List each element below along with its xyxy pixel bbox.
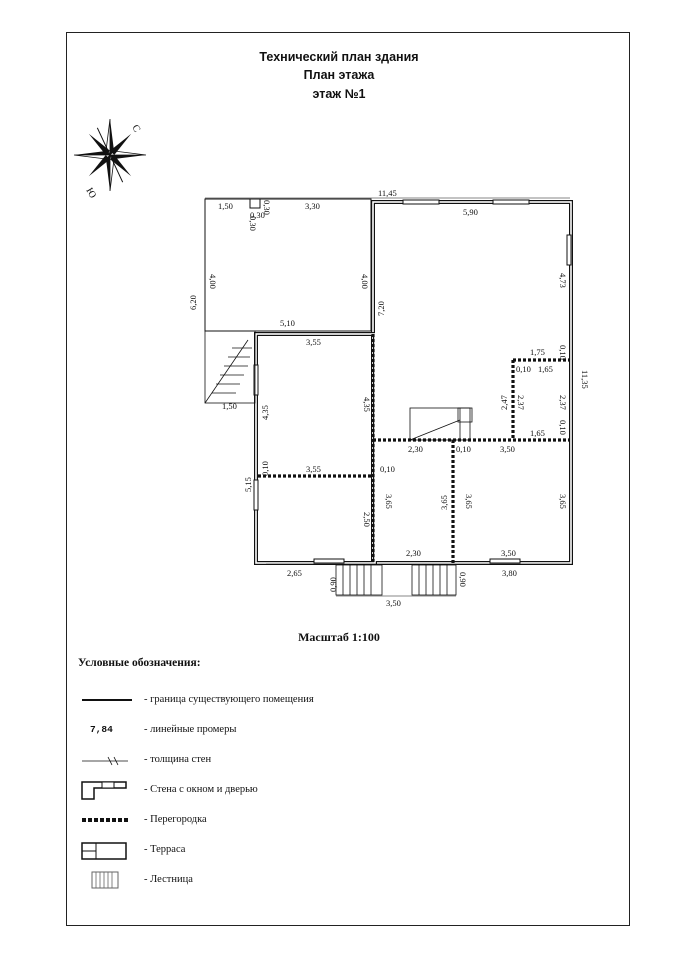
dim-left-5-15: 5,15 bbox=[243, 477, 253, 492]
dim-top-total: 11,45 bbox=[378, 188, 397, 198]
dim-bottom-3-50: 3,50 bbox=[501, 548, 516, 558]
dim-left-0-10: 0,10 bbox=[260, 461, 270, 476]
dim-right-0-10-b: 0,10 bbox=[516, 364, 531, 374]
sample-measurement: 7,84 bbox=[90, 724, 113, 735]
dim-mid-3-50-a: 3,50 bbox=[500, 444, 515, 454]
dim-mid-4-35-a: 4,35 bbox=[260, 405, 270, 420]
drawing-frame bbox=[66, 32, 630, 926]
dim-low-3-65-a: 3,65 bbox=[384, 494, 394, 509]
dim-veranda-4-00-left: 4,00 bbox=[208, 274, 218, 289]
dim-top-0-30-a: 0,30 bbox=[248, 216, 258, 231]
dim-top-0-30-b: 0,30 bbox=[262, 200, 272, 215]
dim-veranda-7-20: 7,20 bbox=[376, 301, 386, 316]
dim-mid-3-55-b: 3,55 bbox=[306, 464, 321, 474]
entrance-stairs-icon bbox=[335, 564, 457, 596]
legend-item-terrace: - Терраса bbox=[78, 839, 498, 861]
dim-top-3-30: 3,30 bbox=[305, 201, 320, 211]
dim-stair-1-50: 1,50 bbox=[222, 401, 237, 411]
legend-item-stairs: - Лестница bbox=[78, 869, 498, 891]
internal-stair-icon bbox=[409, 407, 473, 441]
dim-low-3-65-c: 3,65 bbox=[464, 494, 474, 509]
dim-bottom-2-30: 2,30 bbox=[406, 548, 421, 558]
dim-top-0-30-c: 0,30 bbox=[250, 210, 265, 220]
dim-bottom-0-90-b: 0,90 bbox=[458, 572, 468, 587]
dim-top-1-50: 1,50 bbox=[218, 201, 233, 211]
dim-veranda-5-10: 5,10 bbox=[280, 318, 295, 328]
dim-right-0-10-a: 0,10 bbox=[558, 345, 568, 360]
legend-item-boundary: - граница существующего помещения bbox=[78, 689, 498, 711]
wall-thickness-icon bbox=[82, 756, 128, 766]
dim-right-4-73: 4,73 bbox=[558, 273, 568, 288]
legend-item-partition: - Перегородка bbox=[78, 809, 498, 831]
legend-item-measurements: 7,84 - линейные промеры bbox=[90, 724, 237, 735]
dim-right-1-65-b: 1,65 bbox=[530, 428, 545, 438]
compass-rose-icon bbox=[73, 118, 147, 192]
plan-subtitle: План этажа bbox=[303, 68, 375, 82]
dim-mid-3-55-a: 3,55 bbox=[306, 337, 321, 347]
terrace-icon bbox=[81, 842, 127, 860]
floor-label: этаж №1 bbox=[312, 87, 366, 101]
legend-title: Условные обозначения: bbox=[78, 657, 201, 669]
legend-item-window-door-wall: - Стена с окном и дверью bbox=[78, 779, 498, 801]
plan-title: Технический план здания bbox=[259, 50, 419, 64]
dim-low-3-65-d: 3,65 bbox=[558, 494, 568, 509]
dim-veranda-4-00-right: 4,00 bbox=[360, 274, 370, 289]
compass-south-label: Ю bbox=[83, 186, 98, 200]
dim-bottom-2-65: 2,65 bbox=[287, 568, 302, 578]
scale-label: Масштаб 1:100 bbox=[298, 630, 380, 644]
dim-mid-2-30-a: 2,30 bbox=[408, 444, 423, 454]
legend-item-wall-thickness: - толщина стен bbox=[78, 749, 498, 771]
exterior-stair-icon bbox=[204, 330, 256, 404]
dim-veranda-6-20: 6,20 bbox=[188, 295, 198, 310]
dim-right-2-37-a: 2,37 bbox=[516, 395, 526, 410]
dim-right-0-10-c: 0,10 bbox=[558, 420, 568, 435]
dim-mid-0-10-b: 0,10 bbox=[380, 464, 395, 474]
dim-mid-0-10-a: 0,10 bbox=[456, 444, 471, 454]
dim-mid-4-35-b: 4,35 bbox=[362, 397, 372, 412]
dim-right-1-65-a: 1,65 bbox=[538, 364, 553, 374]
stairs-icon bbox=[91, 871, 119, 889]
dim-bottom-3-80: 3,80 bbox=[502, 568, 517, 578]
dim-bottom-3-50-total: 3,50 bbox=[386, 598, 401, 608]
window-door-wall-icon bbox=[81, 781, 127, 800]
dim-right-2-47: 2,47 bbox=[499, 395, 509, 410]
dim-bottom-0-90-a: 0,90 bbox=[328, 577, 338, 592]
floor-plan: С Ю bbox=[73, 118, 590, 608]
dim-right-total: 11,35 bbox=[580, 370, 590, 389]
compass-north-label: С bbox=[129, 123, 142, 135]
dim-low-2-50: 2,50 bbox=[362, 512, 372, 527]
boundary-line-icon bbox=[82, 699, 132, 701]
dim-right-2-37-b: 2,37 bbox=[558, 395, 568, 410]
dim-top-5-90: 5,90 bbox=[463, 207, 478, 217]
partition-icon bbox=[82, 818, 130, 822]
dim-right-1-75: 1,75 bbox=[530, 347, 545, 357]
dim-low-3-65-b: 3,65 bbox=[439, 495, 449, 510]
